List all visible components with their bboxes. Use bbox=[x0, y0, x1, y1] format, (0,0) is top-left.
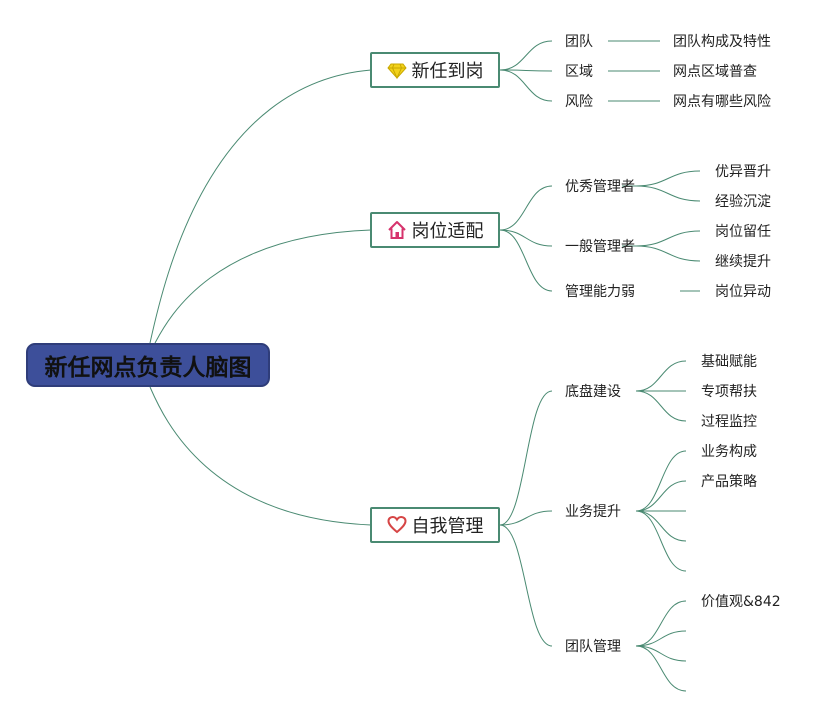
topic-average-manager[interactable]: 一般管理者 bbox=[565, 239, 635, 255]
leaf-curve-b3b-4 bbox=[635, 510, 687, 572]
leaf-process-monitoring[interactable]: 过程监控 bbox=[701, 414, 757, 430]
topic-risk[interactable]: 风险 bbox=[565, 94, 593, 110]
leaf-curve-b3b-3 bbox=[635, 510, 687, 542]
leaf-curve-b2a-0 bbox=[635, 170, 701, 187]
leaf-curve-b3c-1 bbox=[635, 630, 687, 647]
branch2-connector-0 bbox=[499, 185, 553, 231]
leaf-curve-b3c-3 bbox=[635, 645, 687, 692]
branch3-connector-1 bbox=[499, 510, 553, 526]
root-connector-2 bbox=[154, 229, 372, 344]
topic-area[interactable]: 区域 bbox=[565, 64, 593, 80]
topic-weak-manager[interactable]: 管理能力弱 bbox=[565, 284, 635, 300]
leaf-business-composition[interactable]: 业务构成 bbox=[701, 444, 757, 460]
diamond-icon bbox=[386, 60, 407, 80]
topic-team-management[interactable]: 团队管理 bbox=[565, 639, 621, 655]
leaf-experience[interactable]: 经验沉淀 bbox=[715, 194, 771, 210]
leaf-promotion[interactable]: 优异晋升 bbox=[715, 164, 771, 180]
leaf-curve-b3a-0 bbox=[635, 360, 687, 392]
leaf-improve[interactable]: 继续提升 bbox=[715, 254, 771, 270]
leaf-curve-b3a-2 bbox=[635, 390, 687, 422]
leaf-special-support[interactable]: 专项帮扶 bbox=[701, 384, 757, 400]
root-label: 新任网点负责人脑图 bbox=[44, 355, 252, 381]
root-node[interactable]: 新任网点负责人脑图 bbox=[26, 343, 270, 387]
root-connector-3 bbox=[149, 386, 372, 526]
leaf-curve-b3c-2 bbox=[635, 645, 687, 662]
root-connector-1 bbox=[149, 69, 372, 344]
heart-icon bbox=[386, 515, 407, 535]
leaf-team-composition[interactable]: 团队构成及特性 bbox=[673, 34, 771, 50]
branch-node-role-fit[interactable]: 岗位适配 bbox=[370, 212, 500, 248]
branch-label: 岗位适配 bbox=[411, 221, 484, 242]
branch-node-new-arrival[interactable]: 新任到岗 bbox=[370, 52, 500, 88]
branch1-connector-1 bbox=[499, 69, 553, 72]
leaf-curve-b3b-0 bbox=[635, 450, 687, 512]
topic-foundation[interactable]: 底盘建设 bbox=[565, 384, 621, 400]
leaf-values[interactable]: 价值观&842 bbox=[701, 594, 781, 610]
leaf-retain[interactable]: 岗位留任 bbox=[715, 224, 771, 240]
leaf-curve-b2b-0 bbox=[635, 230, 701, 247]
branch1-connector-2 bbox=[499, 69, 553, 102]
leaf-curve-b2a-1 bbox=[635, 185, 701, 202]
house-icon bbox=[387, 220, 407, 240]
branch3-connector-0 bbox=[499, 390, 553, 526]
topic-business-growth[interactable]: 业务提升 bbox=[565, 504, 621, 520]
topic-team[interactable]: 团队 bbox=[565, 34, 593, 50]
branch-node-self-management[interactable]: 自我管理 bbox=[370, 507, 500, 543]
branch-label: 新任到岗 bbox=[411, 61, 484, 82]
leaf-transfer[interactable]: 岗位异动 bbox=[715, 284, 771, 300]
leaf-product-strategy[interactable]: 产品策略 bbox=[701, 474, 757, 490]
branch2-connector-1 bbox=[499, 229, 553, 247]
leaf-curve-b3c-0 bbox=[635, 600, 687, 647]
branch3-connector-2 bbox=[499, 524, 553, 647]
branch1-connector-0 bbox=[499, 40, 553, 71]
leaf-curve-b3b-1 bbox=[635, 480, 687, 512]
leaf-curve-b2b-1 bbox=[635, 245, 701, 262]
branch2-connector-2 bbox=[499, 229, 553, 292]
topic-excellent-manager[interactable]: 优秀管理者 bbox=[565, 179, 635, 195]
branch-label: 自我管理 bbox=[411, 516, 484, 537]
leaf-area-survey[interactable]: 网点区域普查 bbox=[673, 64, 757, 80]
leaf-basic-enablement[interactable]: 基础赋能 bbox=[701, 354, 757, 370]
leaf-risk-list[interactable]: 网点有哪些风险 bbox=[673, 94, 771, 110]
